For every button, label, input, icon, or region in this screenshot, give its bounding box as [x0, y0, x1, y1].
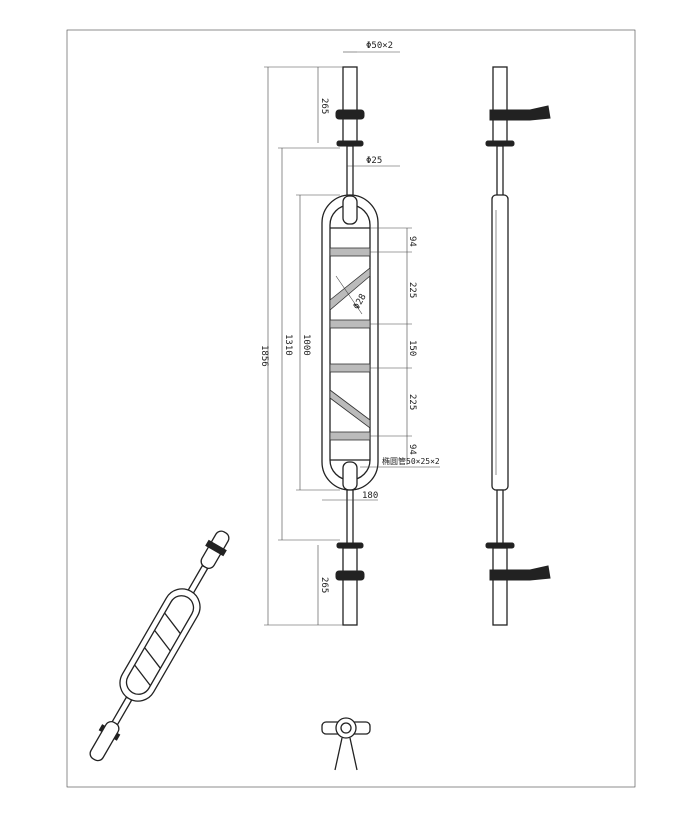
dim-overall-length: 1856	[259, 345, 269, 367]
dim-frame-length: 1000	[301, 334, 311, 356]
dim-sleeve-diameter: Φ50×2	[366, 41, 393, 51]
side-view	[485, 66, 551, 626]
dim-spacing-3: 150	[407, 340, 417, 356]
dim-frame-tube: 椭圆管50×25×2	[382, 456, 440, 466]
top-sleeve	[342, 66, 358, 144]
dim-spacing-2: 225	[407, 282, 417, 298]
end-view	[321, 717, 371, 771]
dim-frame-width: 180	[362, 491, 378, 501]
dim-sleeve-bottom: 265	[319, 577, 329, 593]
rung	[329, 363, 371, 373]
diagonal-brace	[329, 267, 371, 311]
bottom-end-cap	[342, 461, 358, 491]
dimensions: Φ50×2 Φ25 1856 1310 1000 265 265 94 225 …	[259, 41, 440, 626]
rung	[329, 247, 371, 257]
drawing-border	[66, 29, 636, 788]
bottom-sleeve	[342, 547, 358, 626]
side-clip-bottom	[489, 565, 551, 581]
top-bar	[346, 145, 354, 199]
bottom-clip	[335, 570, 365, 581]
front-view	[321, 66, 379, 626]
bottom-collar	[336, 542, 364, 549]
dim-spacing-4: 225	[407, 394, 417, 410]
top-clip	[335, 109, 365, 120]
bottom-bar	[346, 489, 354, 546]
rung	[329, 431, 371, 441]
diagonal-brace	[329, 389, 371, 429]
dim-spacing-5: 94	[407, 444, 417, 455]
isometric-view	[89, 530, 230, 762]
dim-sleeve-top: 265	[319, 98, 329, 114]
rung	[329, 319, 371, 329]
dim-spacing-1: 94	[407, 236, 417, 247]
side-clip-top	[489, 105, 551, 121]
top-end-cap	[342, 195, 358, 225]
dim-inner-length: 1310	[283, 334, 293, 356]
top-collar	[336, 140, 364, 147]
dim-bar-diameter: Φ25	[366, 156, 382, 166]
